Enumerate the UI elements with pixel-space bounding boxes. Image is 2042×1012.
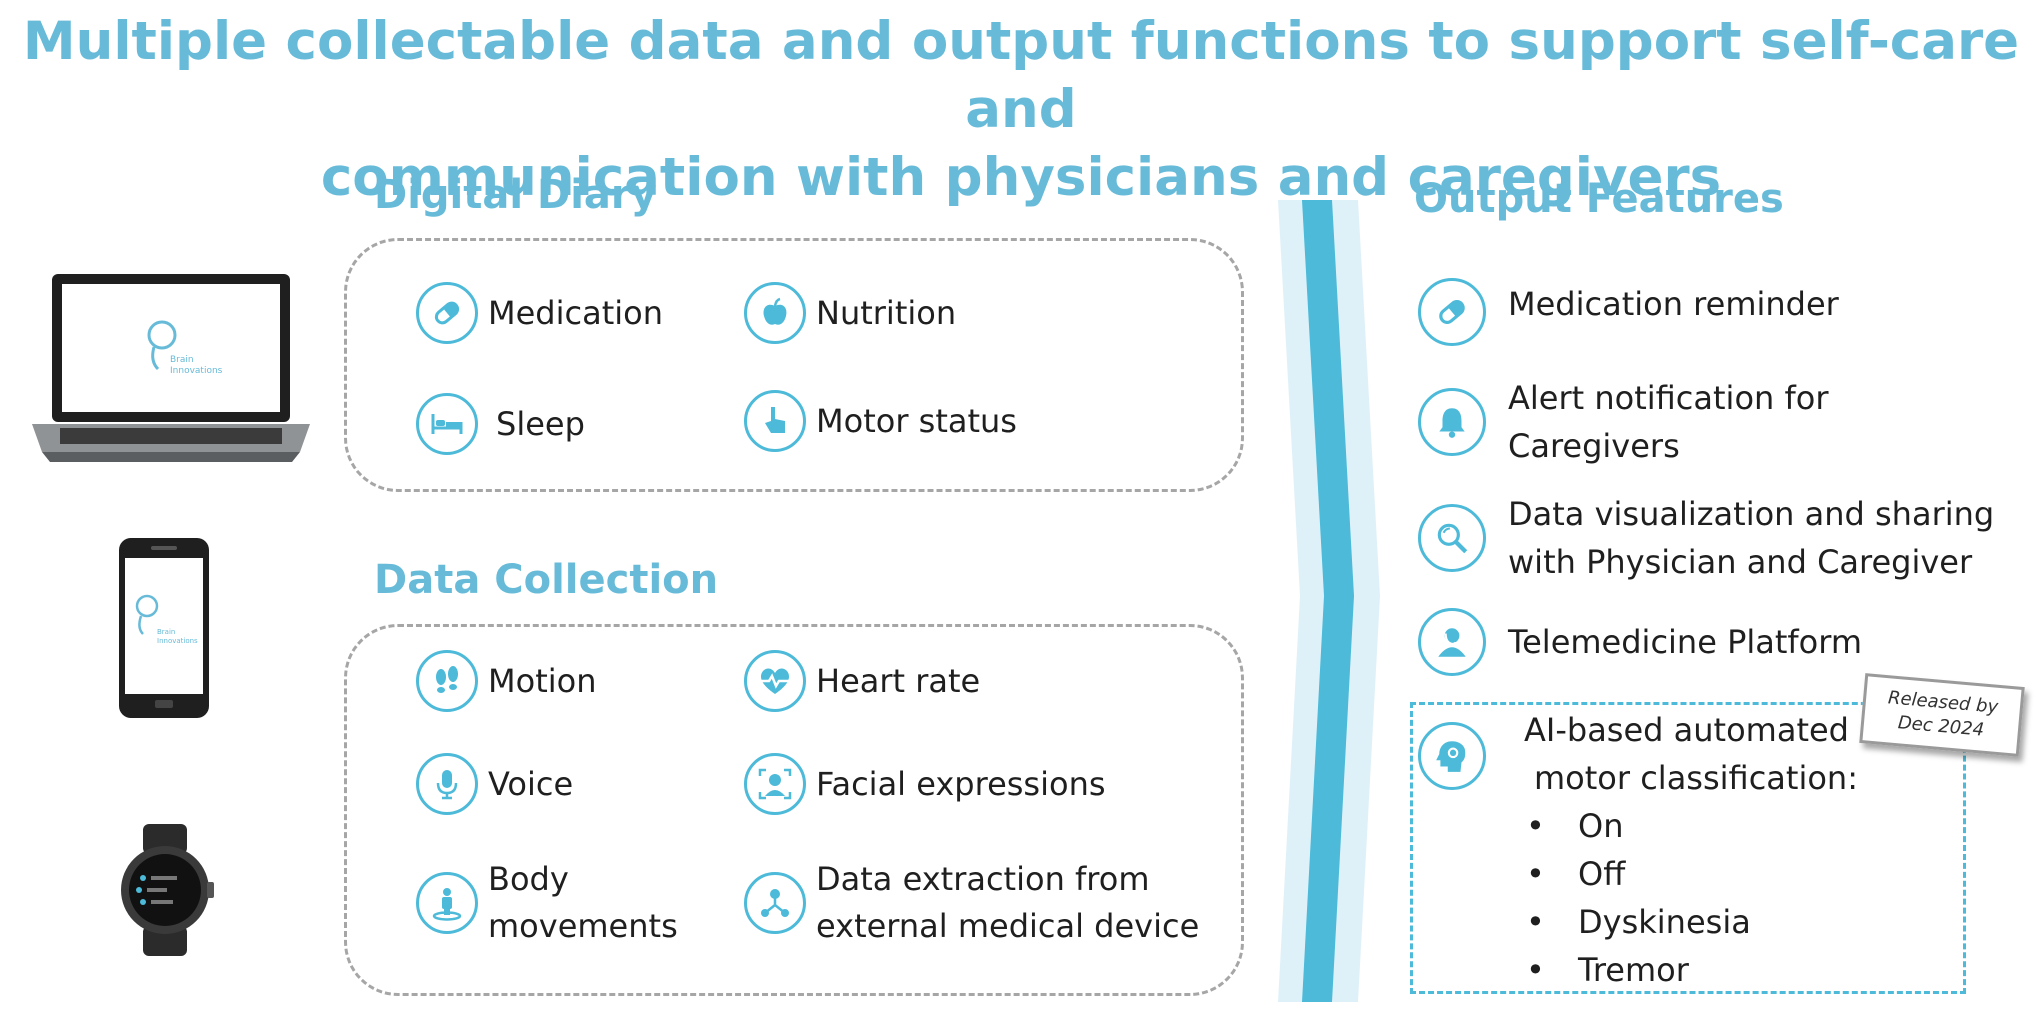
output-item-label: Alert notification for Caregivers	[1508, 379, 1829, 465]
person-icon	[416, 872, 478, 934]
release-stamp: Released by Dec 2024	[1859, 673, 2025, 757]
diary-item-label: Medication	[488, 293, 663, 332]
laptop-logo-line1: Brain	[170, 355, 194, 365]
collection-item-label: Body movements	[488, 860, 678, 945]
output-item-data-visualization: Data visualization and sharing with Phys…	[1418, 490, 1994, 586]
output-item-label: Medication reminder	[1508, 285, 1839, 323]
collection-item-voice: Voice	[416, 753, 573, 815]
output-features-title: Output Features	[1414, 176, 1784, 222]
data-collection-title: Data Collection	[374, 557, 719, 603]
data-collection-box	[344, 624, 1244, 996]
collection-item-body-movements: Body movements	[416, 856, 678, 950]
laptop-logo-line2: Innovations	[170, 366, 223, 376]
ai-head-icon	[1418, 722, 1486, 790]
brain-logo-icon	[135, 594, 159, 618]
doctor-icon	[1418, 608, 1486, 676]
title-line-2: communication with physicians and caregi…	[320, 147, 1722, 208]
diary-item-sleep: Sleep	[416, 393, 585, 455]
smartwatch-illustration	[121, 824, 214, 956]
phone-logo-line1: Brain	[157, 628, 175, 636]
output-item-telemedicine: Telemedicine Platform	[1418, 608, 1862, 676]
collection-item-facial-expressions: Facial expressions	[744, 753, 1106, 815]
diary-item-label: Nutrition	[816, 293, 957, 332]
smartphone-illustration: Brain Innovations	[119, 538, 209, 718]
list-item: •On	[1526, 807, 1624, 845]
microphone-icon	[416, 753, 478, 815]
output-item-label: Telemedicine Platform	[1508, 623, 1863, 661]
apple-icon	[744, 282, 806, 344]
output-item-label: Data visualization and sharing with Phys…	[1508, 495, 1995, 581]
collection-item-heart-rate: Heart rate	[744, 650, 980, 712]
output-item-medication-reminder: Medication reminder	[1418, 278, 1839, 346]
diary-item-motor-status: Motor status	[744, 390, 1017, 452]
digital-diary-title: Digital Diary	[374, 172, 657, 218]
heart-pulse-icon	[744, 650, 806, 712]
flow-chevron-arrow	[1278, 200, 1380, 1002]
motor-class-list: •On •Off •Dyskinesia •Tremor	[1518, 802, 1751, 994]
diary-item-label: Sleep	[496, 404, 585, 443]
list-item: •Tremor	[1526, 951, 1689, 989]
pointing-hand-icon	[744, 390, 806, 452]
collection-item-label: Heart rate	[816, 661, 981, 700]
magnifier-icon	[1418, 504, 1486, 572]
collection-item-label: Voice	[488, 764, 574, 803]
collection-item-motion: Motion	[416, 650, 596, 712]
output-item-alert-notification: Alert notification for Caregivers	[1418, 374, 1828, 470]
laptop-illustration: Brain Innovations	[32, 274, 310, 462]
digital-diary-box	[344, 238, 1244, 492]
title-line-1: Multiple collectable data and output fun…	[22, 11, 2020, 140]
list-item: •Dyskinesia	[1526, 903, 1751, 941]
collection-item-label: Motion	[488, 661, 597, 700]
bed-icon	[416, 393, 478, 455]
face-scan-icon	[744, 753, 806, 815]
page-title: Multiple collectable data and output fun…	[0, 8, 2042, 212]
list-item: •Off	[1526, 855, 1626, 893]
collection-item-data-extraction: Data extraction from external medical de…	[744, 856, 1199, 950]
collection-item-label: Facial expressions	[816, 764, 1106, 803]
diary-item-nutrition: Nutrition	[744, 282, 956, 344]
bell-icon	[1418, 388, 1486, 456]
collection-item-label: Data extraction from external medical de…	[816, 860, 1200, 945]
pill-icon	[1418, 278, 1486, 346]
ai-classification-label: AI-based automated motor classification:	[1524, 711, 1858, 797]
ai-classification-box	[1410, 702, 1966, 994]
footprints-icon	[416, 650, 478, 712]
diary-item-medication: Medication	[416, 282, 663, 344]
pill-icon	[416, 282, 478, 344]
phone-logo-line2: Innovations	[157, 637, 198, 645]
diary-item-label: Motor status	[816, 401, 1017, 440]
nodes-icon	[744, 872, 806, 934]
brain-logo-icon	[147, 320, 177, 371]
